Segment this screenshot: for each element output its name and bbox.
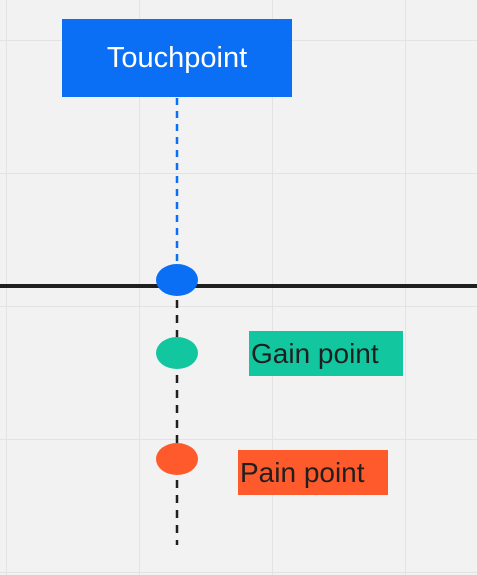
- pain-point-marker[interactable]: [156, 443, 198, 475]
- pain-point-label: Pain point: [240, 456, 365, 488]
- touchpoint-card[interactable]: Touchpoint: [62, 19, 292, 97]
- gain-point-marker[interactable]: [156, 337, 198, 369]
- gain-point-card[interactable]: Gain point: [249, 331, 403, 376]
- touchpoint-marker[interactable]: [156, 264, 198, 296]
- touchpoint-label: Touchpoint: [106, 41, 248, 74]
- pain-point-card[interactable]: Pain point: [238, 450, 388, 495]
- gain-point-label: Gain point: [251, 337, 379, 369]
